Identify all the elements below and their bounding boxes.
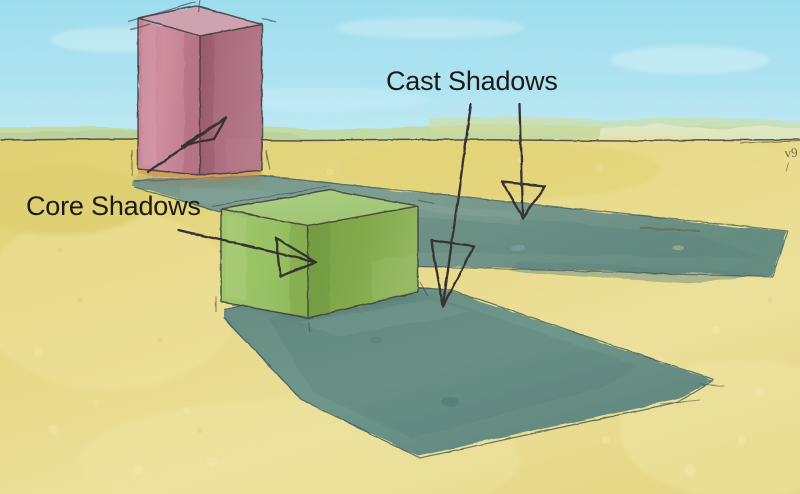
core-shadows-label: Core Shadows [26, 191, 201, 221]
artist-signature-mark: v9 / [783, 144, 799, 175]
cast-shadows-label: Cast Shadows [386, 66, 558, 96]
